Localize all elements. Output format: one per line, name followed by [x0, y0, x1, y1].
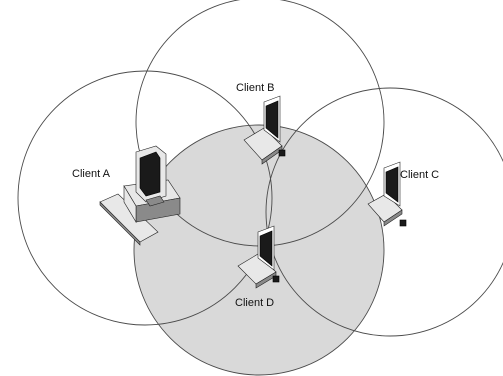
client-c-label: Client C	[400, 169, 439, 181]
client-a-desktop-computer-icon	[99, 145, 181, 246]
client-b-label: Client B	[236, 82, 275, 94]
client-d-laptop-icon	[237, 225, 280, 289]
range-circle-client-a	[17, 70, 273, 326]
client-c-laptop-icon	[367, 161, 407, 227]
client-d-label: Client D	[235, 297, 274, 309]
range-circle-client-c	[265, 87, 503, 337]
client-a-label: Client A	[72, 168, 111, 180]
client-b-laptop-icon	[243, 95, 286, 165]
